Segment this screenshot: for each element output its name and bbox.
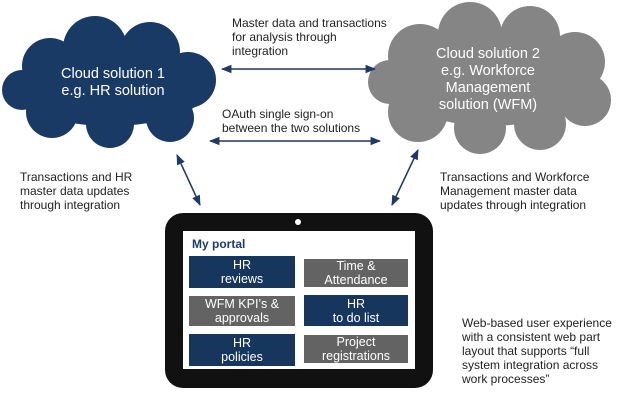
tile-hr-to-do-list[interactable]: HR to do list — [304, 295, 408, 326]
note-oauth: OAuth single sign-on between the two sol… — [222, 107, 361, 135]
portal-title: My portal — [192, 237, 246, 251]
tile-wfm-kpis-approvals[interactable]: WFM KPI’s & approvals — [189, 296, 295, 326]
arrow-left-cloud-to-portal — [176, 154, 201, 206]
note-right-integration: Transactions and Workforce Management ma… — [440, 170, 590, 212]
tile-time-attendance[interactable]: Time & Attendance — [304, 259, 408, 287]
cloud-2-shape — [368, 2, 611, 154]
cloud-2-label: Cloud solution 2 e.g. Workforce Manageme… — [436, 46, 540, 113]
note-web-experience: Web-based user experience with a consist… — [462, 316, 612, 386]
tile-hr-policies[interactable]: HR policies — [189, 334, 295, 366]
arrow-right-cloud-to-portal — [391, 149, 419, 206]
tile-project-registrations[interactable]: Project registrations — [304, 335, 408, 363]
note-master-data: Master data and transactions for analysi… — [232, 16, 387, 58]
tablet-camera-icon — [295, 219, 301, 225]
note-left-integration: Transactions and HR master data updates … — [20, 170, 133, 212]
cloud-1-shape — [2, 16, 216, 148]
tile-hr-reviews[interactable]: HR reviews — [189, 256, 295, 288]
cloud-1-label: Cloud solution 1 e.g. HR solution — [61, 66, 165, 99]
